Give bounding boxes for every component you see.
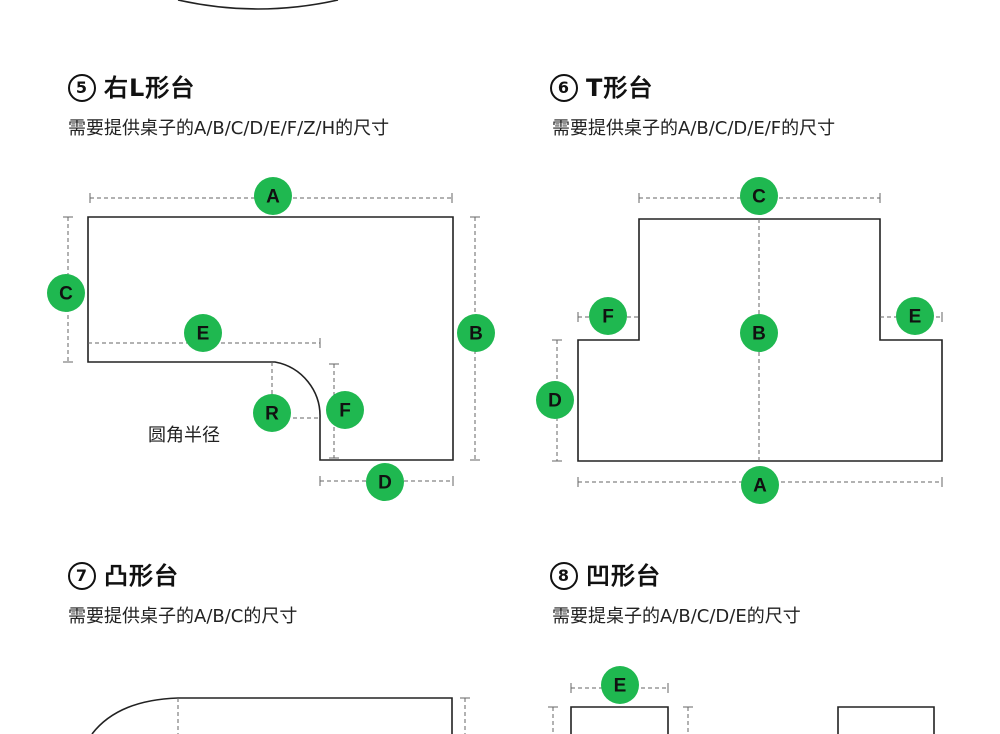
badge-c-label: C xyxy=(752,187,766,208)
badge-c: C xyxy=(740,177,778,215)
badge-c-label: C xyxy=(59,284,73,305)
badge-b: B xyxy=(740,314,778,352)
badge-r-label: R xyxy=(265,404,279,425)
t-table-outline xyxy=(577,218,943,462)
section-7-title-text: 凸形台 xyxy=(104,562,179,590)
section-6-title: 6 T形台 xyxy=(550,68,653,103)
badge-f-label: F xyxy=(339,401,351,422)
badge-b-label: B xyxy=(469,324,483,345)
badge-d: D xyxy=(536,381,574,419)
section-7-number: 7 xyxy=(68,562,96,590)
badge-e-label: E xyxy=(614,676,627,697)
concave-right-leg-outline xyxy=(837,706,935,734)
badge-e-label: E xyxy=(197,324,210,345)
previous-shape-fragment xyxy=(177,0,339,10)
corner-radius-label: 圆角半径 xyxy=(148,425,220,446)
section-6-number: 6 xyxy=(550,74,578,102)
convex-table-outline xyxy=(91,697,453,734)
section-8-title: 8 凹形台 xyxy=(550,556,661,591)
section-6-subtitle: 需要提供桌子的A/B/C/D/E/F的尺寸 xyxy=(552,118,836,139)
concave-table-diagram: E xyxy=(548,666,935,734)
badge-d-label: D xyxy=(378,473,392,494)
badge-b: B xyxy=(457,314,495,352)
badge-e-label: E xyxy=(909,307,922,328)
badge-e: E xyxy=(896,297,934,335)
right-l-table-outline xyxy=(87,216,454,461)
section-8-title-text: 凹形台 xyxy=(586,562,661,590)
section-7-title: 7 凸形台 xyxy=(68,556,179,591)
section-5-title-text: 右L形台 xyxy=(104,74,196,102)
badge-a: A xyxy=(741,466,779,504)
badge-e: E xyxy=(601,666,639,704)
section-8-number: 8 xyxy=(550,562,578,590)
badge-c: C xyxy=(47,274,85,312)
convex-table-diagram xyxy=(91,697,470,734)
badge-d: D xyxy=(366,463,404,501)
right-l-table-diagram: A C E B R F D xyxy=(47,177,495,501)
badge-a-label: A xyxy=(753,476,767,497)
badge-r: R xyxy=(253,394,291,432)
t-table-diagram: C F B E D A xyxy=(536,177,943,504)
section-5-subtitle: 需要提供桌子的A/B/C/D/E/F/Z/H的尺寸 xyxy=(68,118,390,139)
section-5-title: 5 右L形台 xyxy=(68,68,195,103)
badge-f: F xyxy=(326,391,364,429)
badge-e: E xyxy=(184,314,222,352)
concave-left-leg-outline xyxy=(570,706,669,734)
badge-d-label: D xyxy=(548,391,562,412)
section-5-number: 5 xyxy=(68,74,96,102)
section-6-title-text: T形台 xyxy=(586,74,654,102)
badge-b-label: B xyxy=(752,324,766,345)
section-8-subtitle: 需要提桌子的A/B/C/D/E的尺寸 xyxy=(552,606,801,627)
badge-a-label: A xyxy=(266,187,280,208)
badge-f: F xyxy=(589,297,627,335)
badge-a: A xyxy=(254,177,292,215)
badge-f-label: F xyxy=(602,307,614,328)
section-7-subtitle: 需要提供桌子的A/B/C的尺寸 xyxy=(68,606,298,627)
